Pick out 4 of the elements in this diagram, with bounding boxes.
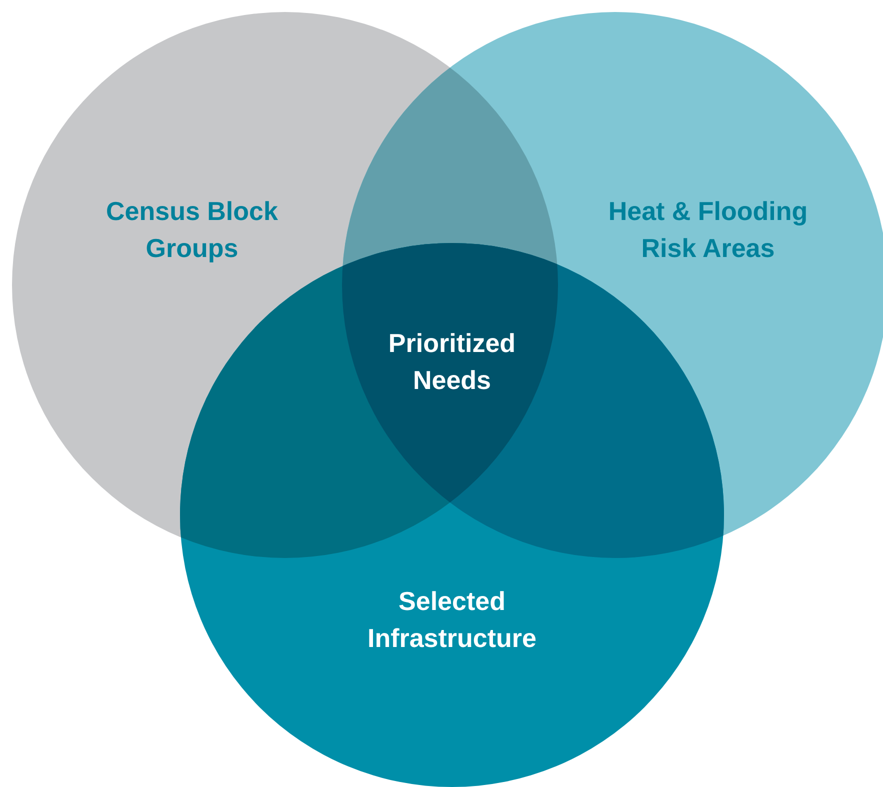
venn-label: Census Block Groups <box>105 195 279 265</box>
venn-label: Heat & Flooding Risk Areas <box>607 195 809 265</box>
venn-label: Prioritized Needs <box>387 327 517 397</box>
venn-label: Selected Infrastructure <box>366 585 538 655</box>
